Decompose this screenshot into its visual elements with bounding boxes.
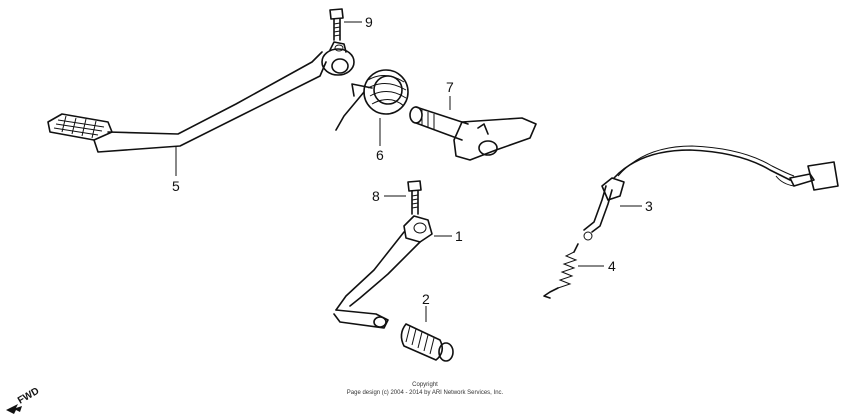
callout-2: 2: [422, 291, 430, 307]
return-spring-part: [335, 69, 409, 131]
callout-4: 4: [608, 258, 616, 274]
callout-8: 8: [372, 188, 380, 204]
callout-9: 9: [365, 14, 373, 30]
brake-arm-shaft-part: [409, 106, 537, 161]
switch-spring-part: [543, 243, 579, 299]
callout-1: 1: [455, 228, 463, 244]
forward-direction-marker: FWD: [6, 386, 41, 414]
callout-3: 3: [645, 198, 653, 214]
fwd-label: FWD: [16, 386, 41, 407]
callout-6: 6: [376, 147, 384, 163]
copyright-line-2: Page design (c) 2004 - 2014 by ARI Netwo…: [347, 390, 504, 396]
brake-pedal-part: [47, 41, 355, 153]
brake-light-switch-part: [583, 145, 839, 241]
bolt-part-9: [329, 8, 344, 41]
bolt-part-8: [407, 180, 422, 215]
forward-arrow-icon: [6, 404, 22, 414]
step-arm-part: [333, 215, 433, 329]
foot-peg-rubber-part: [400, 323, 454, 362]
copyright-line-1: Copyright: [412, 382, 438, 388]
callout-5: 5: [172, 178, 180, 194]
callout-7: 7: [446, 79, 454, 95]
